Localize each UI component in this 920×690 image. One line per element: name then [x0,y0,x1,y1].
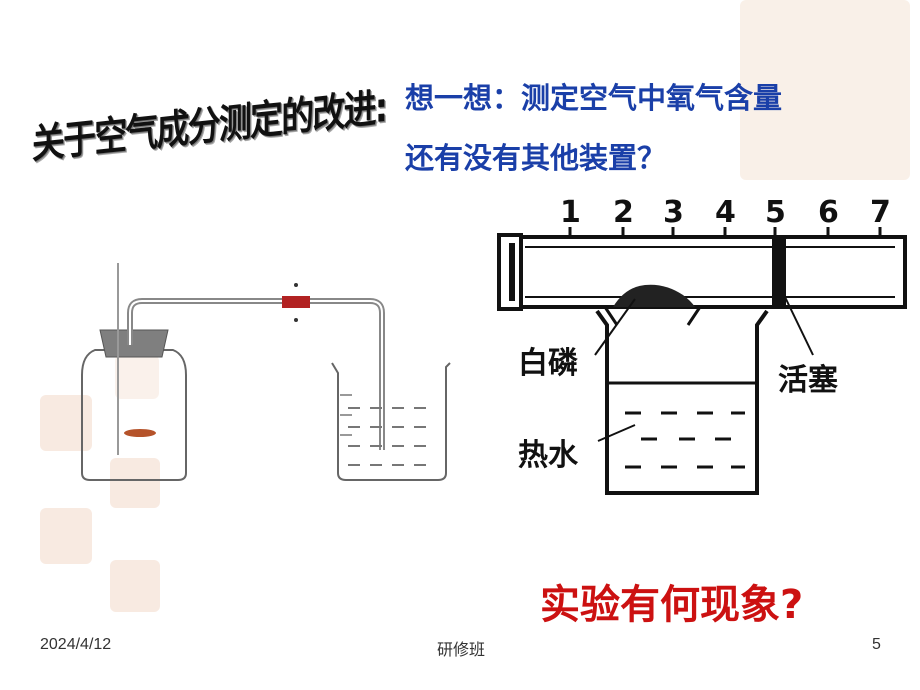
decorative-seal-left-1 [40,395,92,451]
ruler-number: 1 [560,195,581,230]
decorative-seal-left-3 [110,458,160,508]
footer-page-number: 5 [872,636,881,653]
tube-piston-apparatus [497,227,907,495]
footer-center-text: 研修班 [437,642,486,659]
ruler-number: 2 [613,195,634,230]
jar-beaker-apparatus [81,263,451,481]
ruler-number: 3 [663,195,684,230]
label-hot-water: 热水 [518,438,578,473]
ruler-number: 7 [870,195,891,230]
footer-date: 2024/4/12 [40,636,112,653]
label-piston: 活塞 [778,363,838,398]
decorative-seal-top-right [740,0,910,180]
decorative-seal-left-4 [110,560,160,612]
experiment-phenomenon-question: 实验有何现象? [540,582,804,628]
question-line-1: 想一想：测定空气中氧气含量 [405,81,783,115]
ruler-number: 5 [765,195,786,230]
decorative-seal-jar [115,355,159,399]
ruler-number: 6 [818,195,839,230]
question-line-2: 还有没有其他装置？ [405,141,667,175]
slide-title: 关于空气成分测定的改进: [32,84,387,168]
label-white-phosphorus: 白磷 [518,346,578,381]
decorative-seal-left-2 [40,508,92,564]
ruler-number: 4 [715,195,736,230]
